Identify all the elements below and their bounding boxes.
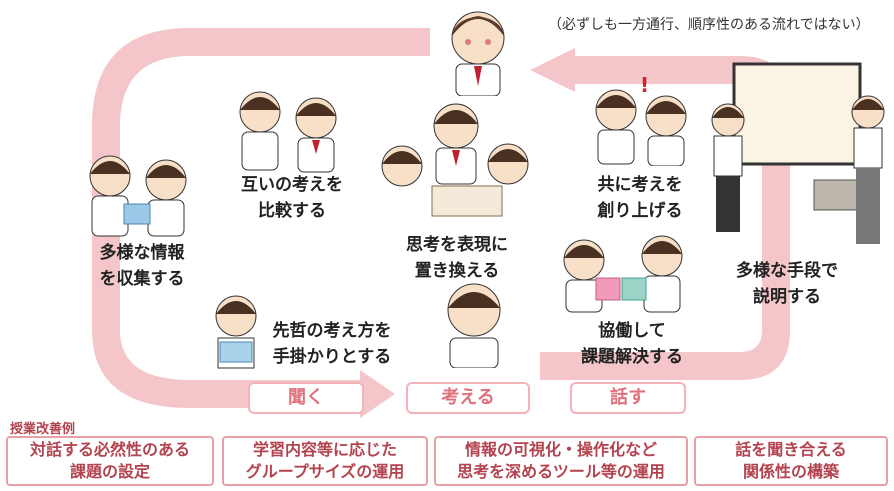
improvement-box-4: 話を聞き合える関係性の構築 xyxy=(694,436,888,486)
box4-line1: 話を聞き合える xyxy=(735,440,847,459)
box1-line2: 課題の設定 xyxy=(69,462,150,481)
students-collect-figure xyxy=(89,155,187,237)
label-compare-line2: 比較する xyxy=(258,201,326,221)
presentation-figure xyxy=(711,62,885,244)
improvement-title: 授業改善例 xyxy=(10,422,76,437)
label-express-line1: 思考を表現に xyxy=(406,235,508,255)
box2-line1: 学習内容等に応じた xyxy=(252,440,397,459)
box3-line2: 思考を深めるツール等の運用 xyxy=(457,462,665,481)
label-collab-line2: 課題解決する xyxy=(581,347,683,367)
label-explain-line1: 多様な手段で xyxy=(736,261,838,281)
label-precedent-line1: 先哲の考え方を xyxy=(272,321,392,341)
students-express-figure xyxy=(381,103,529,217)
label-precedent: 先哲の考え方を 手掛かりとする xyxy=(262,318,402,370)
stage-think: 考える xyxy=(406,382,530,414)
label-precedent-line2: 手掛かりとする xyxy=(272,347,392,367)
box3-line1: 情報の可視化・操作化など xyxy=(464,440,657,459)
label-compare: 互いの考えを 比較する xyxy=(232,172,352,224)
label-collect-line2: を収集する xyxy=(99,269,185,289)
teacher-girl-figure xyxy=(451,11,505,96)
label-collect-line1: 多様な情報 xyxy=(99,243,185,263)
label-create-line1: 共に考えを xyxy=(597,175,683,195)
student-thinking-figure xyxy=(447,283,501,368)
label-compare-line1: 互いの考えを xyxy=(241,175,343,195)
label-explain-line2: 説明する xyxy=(753,287,821,307)
label-collect: 多様な情報 を収集する xyxy=(82,240,202,292)
label-collab-line1: 協働して xyxy=(598,321,666,341)
label-express: 思考を表現に 置き換える xyxy=(392,232,522,284)
label-explain: 多様な手段で 説明する xyxy=(722,258,852,310)
label-collab: 協働して 課題解決する xyxy=(572,318,692,370)
students-compare-figure xyxy=(239,91,337,173)
box1-line1: 対話する必然性のある xyxy=(29,440,190,459)
label-create-line2: 創り上げる xyxy=(597,201,683,221)
label-create: 共に考えを 創り上げる xyxy=(580,172,700,224)
improvement-box-1: 対話する必然性のある課題の設定 xyxy=(6,436,214,486)
improvement-box-3: 情報の可視化・操作化など思考を深めるツール等の運用 xyxy=(434,436,688,486)
box4-line2: 関係性の構築 xyxy=(742,462,839,481)
stage-listen: 聞く xyxy=(248,382,364,414)
box2-line2: グループサイズの運用 xyxy=(245,462,405,481)
students-create-figure: ! xyxy=(595,76,687,166)
students-collab-figure xyxy=(563,235,683,313)
student-reading-figure xyxy=(215,295,257,369)
stage-speak: 話す xyxy=(570,382,686,414)
svg-text:!: ! xyxy=(640,76,649,97)
flow-note: （必ずしも一方通行、順序性のある流れではない） xyxy=(548,17,870,33)
label-express-line2: 置き換える xyxy=(414,261,500,281)
improvement-box-2: 学習内容等に応じたグループサイズの運用 xyxy=(222,436,428,486)
